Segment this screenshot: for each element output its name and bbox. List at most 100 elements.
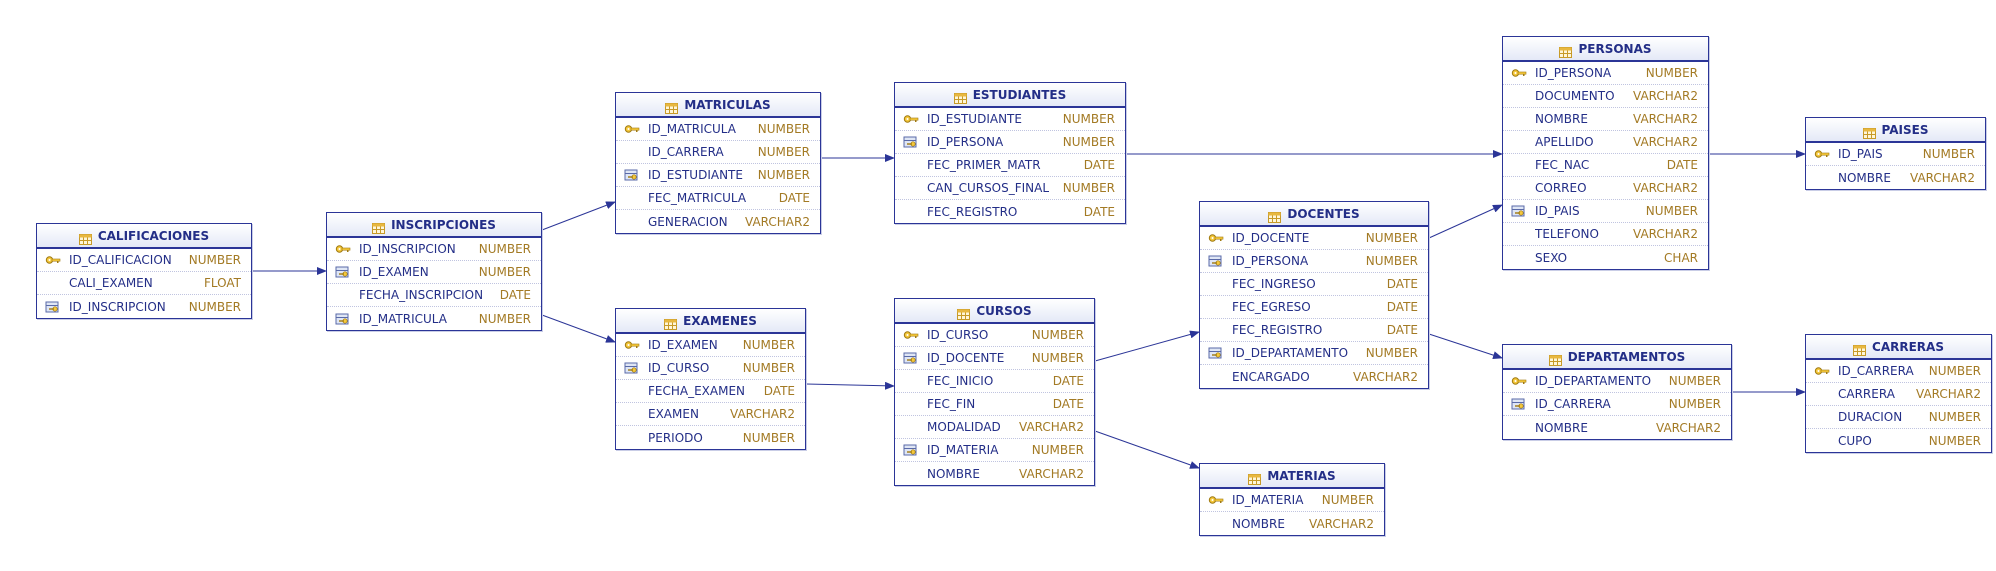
- relationship-docentes-to-personas[interactable]: [1428, 204, 1503, 239]
- column-type: NUMBER: [188, 253, 241, 267]
- table-header[interactable]: CALIFICACIONES: [37, 224, 251, 249]
- relationship-cursos-to-docentes[interactable]: [1094, 330, 1200, 362]
- column-type: NUMBER: [1062, 112, 1115, 126]
- table-header[interactable]: EXAMENES: [616, 309, 805, 334]
- table-header[interactable]: CARRERAS: [1806, 335, 1991, 360]
- primary-key-icon: [1806, 365, 1838, 377]
- relationship-inscripciones-to-matriculas[interactable]: [541, 201, 616, 231]
- primary-key-icon: [1503, 67, 1535, 79]
- column-type: VARCHAR2: [1309, 516, 1374, 531]
- table-header[interactable]: MATERIAS: [1200, 464, 1384, 489]
- relationship-docentes-to-departamentos[interactable]: [1428, 333, 1503, 359]
- table-title: MATERIAS: [1267, 468, 1336, 483]
- primary-key-icon: [895, 113, 927, 125]
- primary-key-icon: [616, 339, 648, 351]
- relationship-inscripciones-to-examenes[interactable]: [541, 314, 616, 343]
- table-header[interactable]: CURSOS: [895, 299, 1094, 324]
- table-header[interactable]: INSCRIPCIONES: [327, 213, 541, 238]
- table-header[interactable]: DEPARTAMENTOS: [1503, 345, 1731, 370]
- table-header[interactable]: PERSONAS: [1503, 37, 1708, 62]
- column-name: FEC_REGISTRO: [927, 204, 1018, 219]
- table-header[interactable]: MATRICULAS: [616, 93, 820, 118]
- table-header[interactable]: DOCENTES: [1200, 202, 1428, 227]
- relationship-examenes-to-cursos[interactable]: [805, 381, 895, 390]
- column-type: DATE: [1083, 158, 1115, 172]
- relationship-cursos-to-materias[interactable]: [1094, 430, 1200, 469]
- primary-key-icon: [1200, 494, 1232, 506]
- table-header[interactable]: ESTUDIANTES: [895, 83, 1125, 108]
- table-header[interactable]: PAISES: [1806, 118, 1985, 143]
- table-icon: [957, 305, 971, 320]
- column-type: NUMBER: [742, 430, 795, 445]
